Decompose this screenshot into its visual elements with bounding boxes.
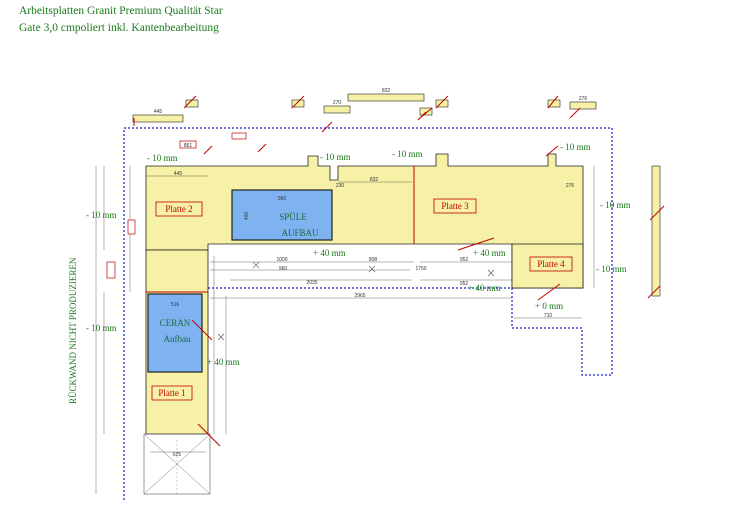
dim-2965: 2965: [354, 293, 365, 299]
sink-cutout: [231, 189, 333, 241]
offset-ceran-front: + 40 mm: [207, 357, 240, 367]
callout-861: [179, 140, 197, 149]
dim-960: 960: [279, 266, 288, 272]
cross-markers: [217, 261, 495, 341]
offset-p4-end: + 0 mm: [535, 301, 563, 311]
slab-p4: [511, 243, 584, 289]
dim-710: 710: [544, 313, 553, 319]
offset-front-p3: + 40 mm: [473, 248, 506, 258]
dimension-lines: [95, 166, 595, 494]
wall-outline: [123, 127, 613, 500]
dim-808: 808: [369, 257, 378, 263]
offset-left-side: - 10 mm: [86, 210, 117, 220]
wall-note: RÜCKWAND NICHT PRODUZIEREN: [68, 257, 78, 404]
sink-label-1: SPÜLE: [279, 212, 307, 222]
plate-1-label: Platte 1: [158, 388, 185, 398]
ceran-cutout: [147, 293, 203, 373]
header-line-1: Arbeitsplatten Granit Premium Qualität S…: [19, 5, 223, 17]
callout-left-vert: [127, 219, 136, 235]
sink-dim-width: 960: [278, 196, 287, 202]
dim-625: 625: [173, 452, 182, 458]
strip-dim-832: 832: [382, 88, 391, 94]
offset-front-p4: + 40 mm: [468, 283, 501, 293]
dim-1750: 1750: [415, 266, 426, 272]
dim-400: 400: [244, 212, 250, 221]
dim-1000: 1000: [276, 257, 287, 263]
plate-2-label: Platte 2: [165, 204, 192, 214]
dim-832: 832: [370, 177, 379, 183]
header-line-2: Gate 3,0 cmpoliert inkl. Kantenbearbeitu…: [19, 22, 219, 34]
ceran-label-2: Aufbau: [164, 334, 191, 344]
offset-front-spuele: + 40 mm: [313, 248, 346, 258]
plate-2-box: [155, 201, 203, 217]
callout-top: [231, 132, 247, 140]
edge-markers: [133, 95, 665, 447]
edge-details: [132, 93, 661, 297]
ceran-dim-width: 516: [171, 302, 180, 308]
sink-label-2: AUFBAU: [281, 228, 319, 238]
ceran-label-1: CERAN: [160, 318, 191, 328]
strip-dim-270: 270: [333, 100, 342, 106]
plate-4-box: [529, 256, 573, 272]
offset-right-top: - 10 mm: [560, 142, 591, 152]
strip-dim-276: 276: [579, 96, 588, 102]
dim-952-b: 952: [460, 281, 469, 287]
callout-left-vert-2: [106, 261, 116, 279]
plate-4-label: Platte 4: [537, 259, 565, 269]
plate-1-box: [151, 385, 193, 401]
dim-230: 230: [336, 183, 345, 189]
dim-2035: 2035: [306, 280, 317, 286]
offset-right-p4: - 10 mm: [596, 264, 627, 274]
offset-spuele-top: - 10 mm: [320, 152, 351, 162]
offset-mid-top: - 10 mm: [392, 149, 423, 159]
plate-3-label: Platte 3: [441, 201, 469, 211]
offset-right-side: - 10 mm: [600, 200, 631, 210]
offset-left-top: - 10 mm: [147, 153, 178, 163]
callout-861-text: 861: [184, 143, 193, 149]
offset-left-ceran: - 10 mm: [86, 323, 117, 333]
dim-445: 445: [174, 171, 183, 177]
strip-dim-445: 445: [154, 109, 163, 115]
dim-276: 276: [566, 183, 575, 189]
dim-952-a: 952: [460, 257, 469, 263]
plate-3-box: [433, 198, 477, 214]
